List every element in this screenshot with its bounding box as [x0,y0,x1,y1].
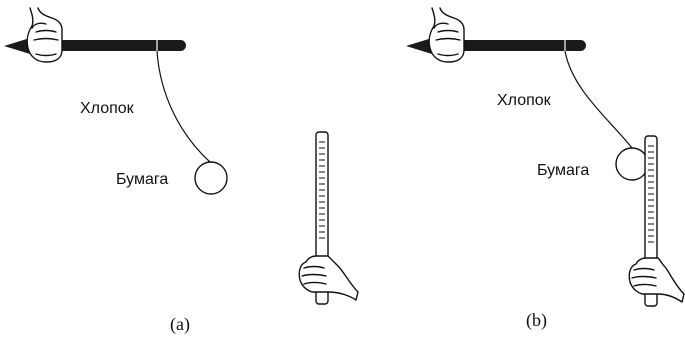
caption-b: (b) [526,310,547,331]
ball-label-a: Бумага [116,171,168,188]
thread-label-b: Хлопок [497,92,552,109]
paper-ball-b [615,147,649,181]
ball-label-b: Бумага [537,162,589,179]
rod-horizontal-a [4,38,186,54]
panel-a: Хлопок Бумага [4,7,359,335]
paper-ball-a [194,161,228,195]
thread-label-a: Хлопок [80,100,135,117]
rod-horizontal-b [406,38,586,54]
hand-left-icon-a [26,7,63,63]
panel-b: Хлопок Бумага [406,7,685,331]
hand-right-icon-b [628,257,685,303]
cotton-thread-b [564,50,633,149]
hand-right-icon-a [298,255,359,301]
caption-a: (a) [170,314,190,335]
hand-left-icon-b [428,7,465,63]
cotton-thread-a [156,50,212,164]
